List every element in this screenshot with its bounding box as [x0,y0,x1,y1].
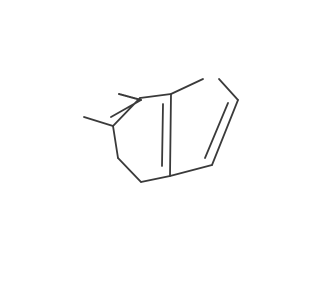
bond-s-c9a [218,78,239,101]
bond-c8a-c4b [169,93,172,177]
bond-c6-c5 [117,157,142,183]
bond-c7-c6 [118,93,142,101]
bond-c5-c4b [140,175,171,183]
bond-c4b-c4a [169,164,213,177]
molecule-structure [83,78,239,183]
bond-c7-c6x [112,125,119,159]
bond-c8a-s [170,78,204,95]
bond-c4a-c9a-inner [204,102,229,159]
bond-c8-c8a [139,93,172,99]
bond-c4a-c9a [211,99,239,166]
bond-c7-c8x [112,97,141,127]
bond-methyl-c7 [83,116,114,127]
bond-lines [83,78,239,183]
bond-c8a-c4b-inner [161,103,164,167]
